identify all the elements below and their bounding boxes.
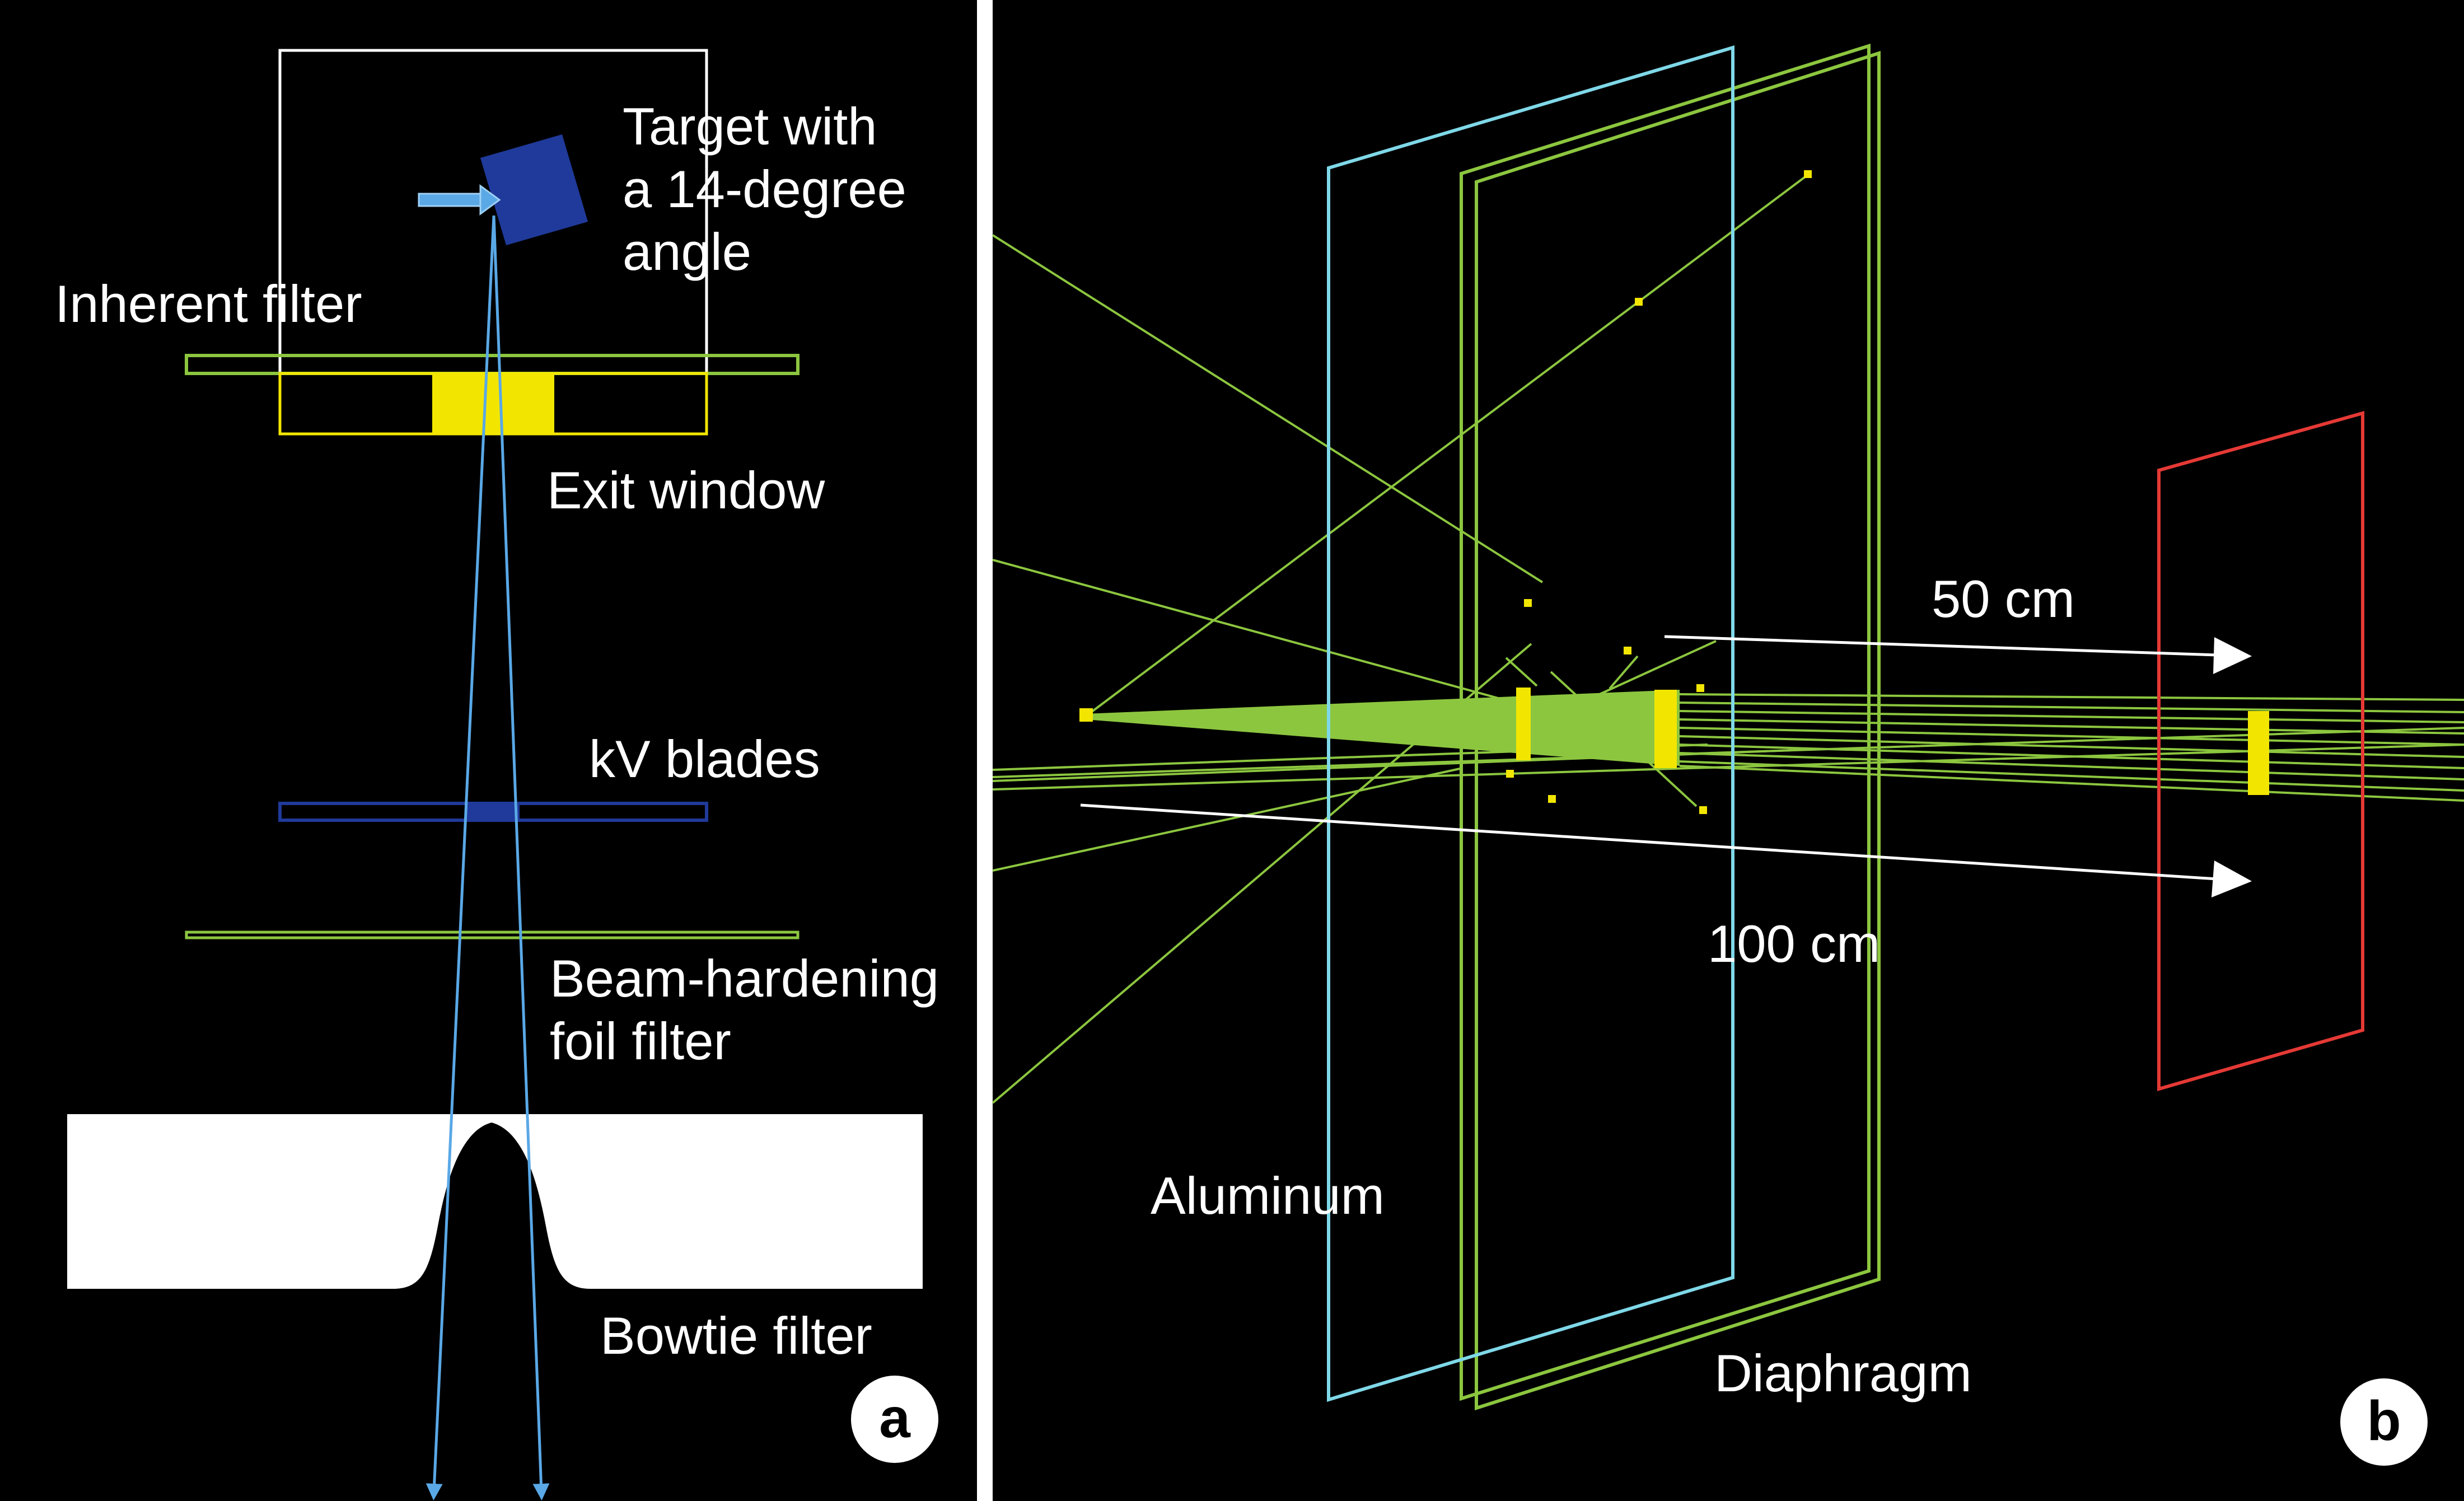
label-target-line2: a 14-degree: [623, 160, 906, 218]
label-beam-hardening-line2: foil filter: [550, 1012, 731, 1070]
label-aluminum: Aluminum: [1151, 1166, 1385, 1225]
panel-b: 50 cm 100 cm Aluminum Diaphragm b: [992, 0, 2464, 1501]
beam-hardening-foil: [185, 930, 799, 939]
detector-plate: [2157, 411, 2364, 1091]
aluminum-plate: [1327, 45, 1734, 1402]
label-target-line1: Target with: [623, 97, 877, 156]
label-exit-window: Exit window: [547, 461, 825, 520]
label-beam-hardening-line1: Beam-hardening: [550, 949, 939, 1008]
label-kv-blades: kV blades: [589, 730, 820, 788]
label-diaphragm: Diaphragm: [1714, 1344, 1972, 1402]
beam-ray-right: [492, 215, 550, 1500]
panel-a-badge-label: a: [879, 1387, 911, 1449]
kv-blades-opening: [465, 803, 520, 820]
beam-cone: [1085, 690, 1680, 766]
panel-divider: [977, 0, 993, 1501]
bowtie-filter: [67, 1114, 923, 1289]
diaphragm-plate-back: [1475, 50, 1881, 1411]
exit-window: [432, 373, 554, 434]
beam-fan: [1679, 693, 2464, 802]
label-inherent-filter: Inherent filter: [55, 274, 362, 333]
distance-arrow-100: [1080, 803, 2252, 897]
label-50-cm: 50 cm: [1932, 569, 2075, 628]
panel-a-badge: [851, 1376, 938, 1463]
label-target-line3: angle: [623, 222, 751, 281]
target-block: [480, 134, 588, 245]
beam-ray-left: [426, 215, 495, 1500]
panel-b-badge-label: b: [2367, 1390, 2401, 1452]
hit-markers: [1079, 170, 2269, 814]
panel-a: Target with a 14-degree angle Inherent f…: [0, 0, 977, 1501]
electron-arrow-icon: [418, 184, 501, 216]
label-bowtie-filter: Bowtie filter: [600, 1306, 872, 1365]
label-100-cm: 100 cm: [1708, 914, 1880, 973]
distance-arrow-50: [1664, 635, 2252, 674]
panel-b-badge: [2340, 1378, 2428, 1466]
